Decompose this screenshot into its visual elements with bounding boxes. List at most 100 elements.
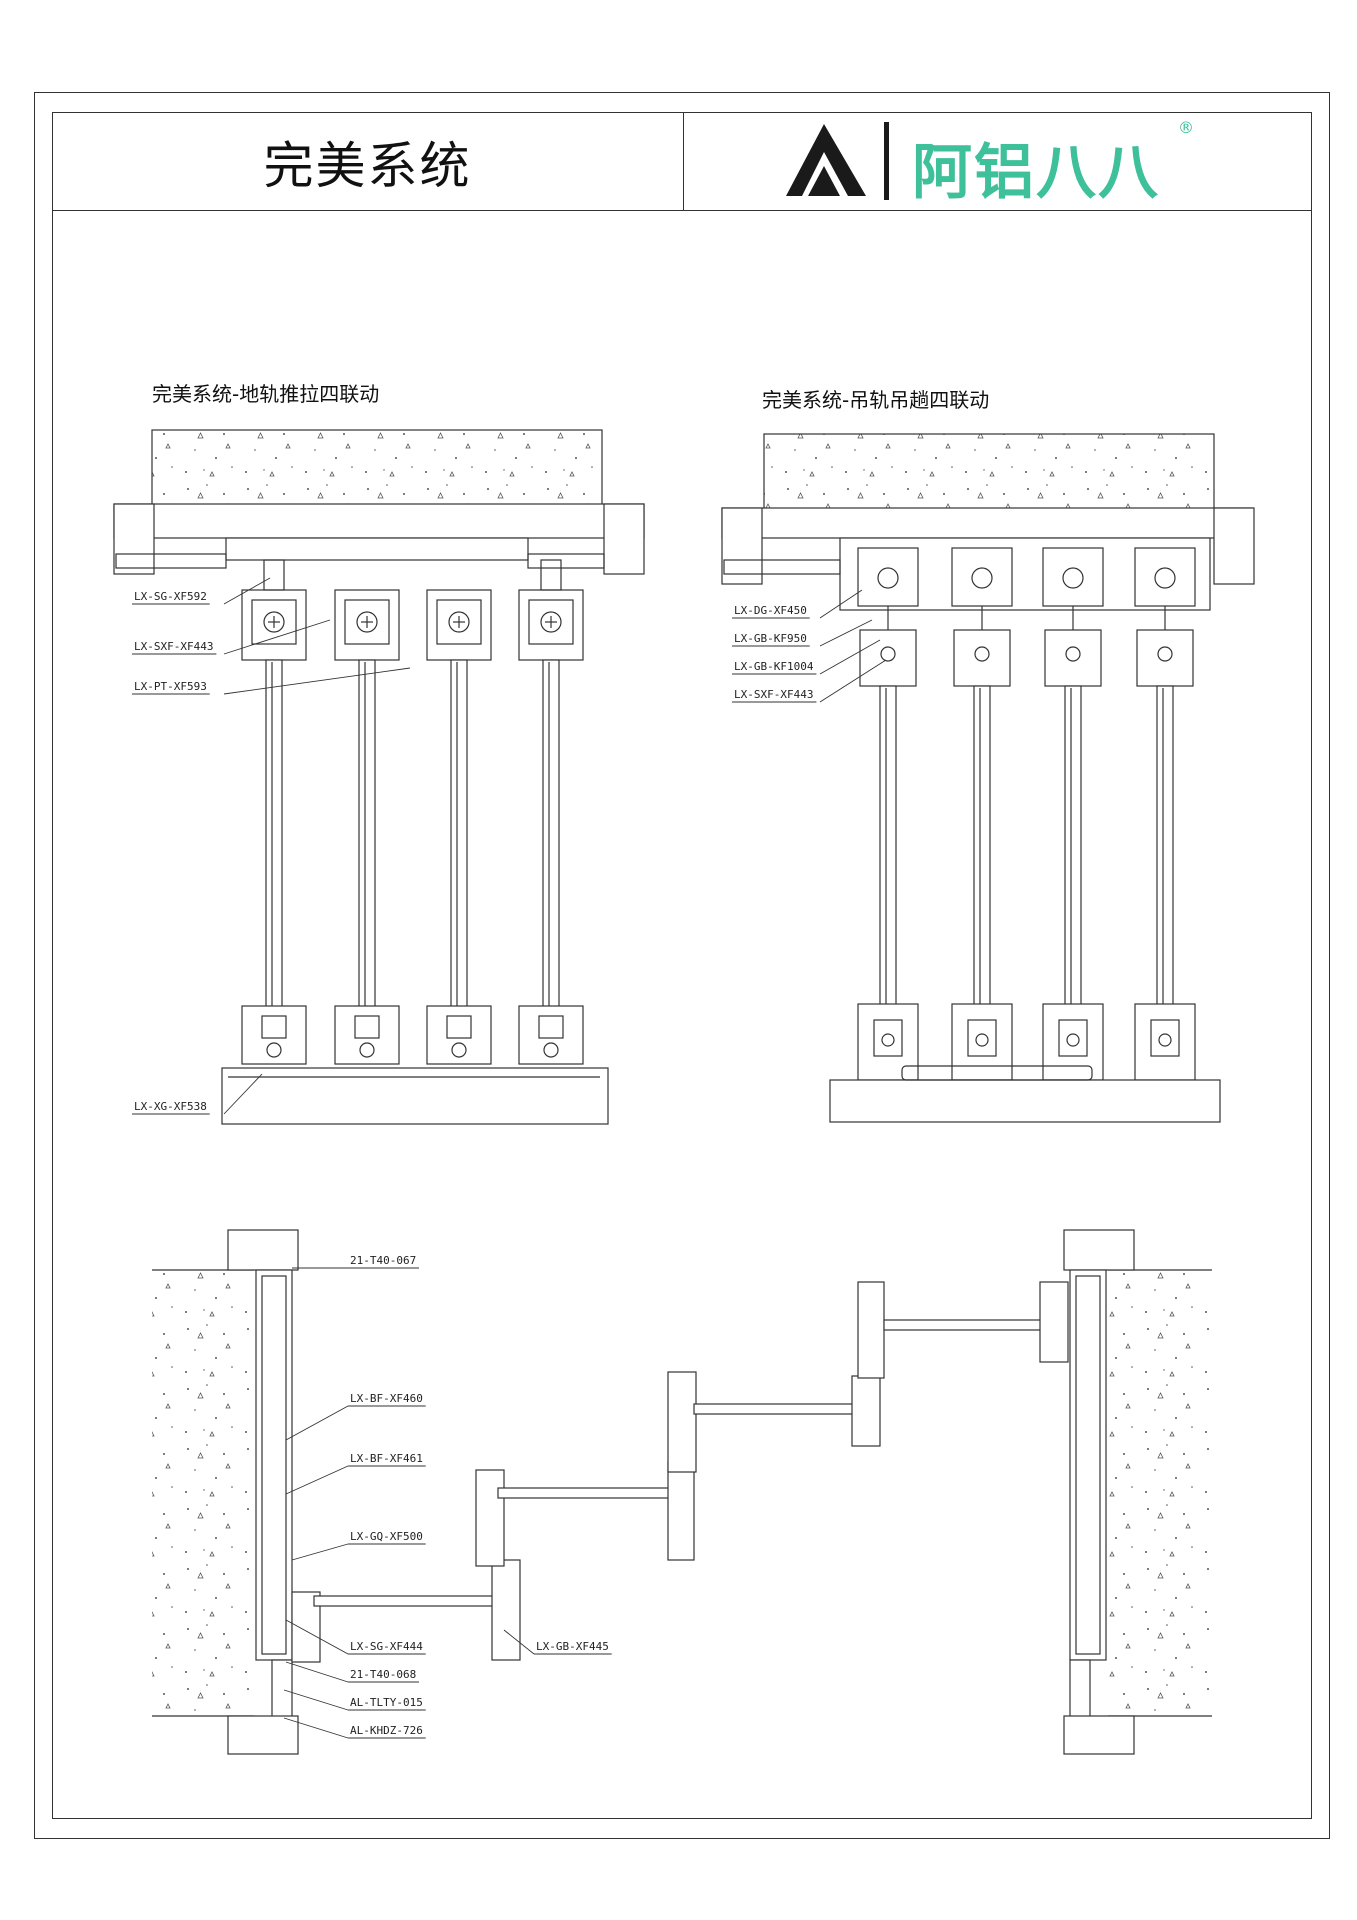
- hanging-panel: [857, 547, 919, 1081]
- leader-line: [285, 1661, 349, 1683]
- callout: LX-GB-XF445: [503, 1629, 612, 1655]
- part-code-label: LX-XG-XF538: [134, 1100, 207, 1113]
- callout: LX-BF-XF460: [285, 1392, 426, 1441]
- part-code-label: LX-DG-XF450: [734, 604, 807, 617]
- hanger-roller-icon: [877, 567, 899, 589]
- callout: AL-TLTY-015: [283, 1689, 426, 1711]
- bottom-guide-block: [967, 1019, 997, 1057]
- top-guide: [263, 559, 285, 591]
- sash-profile: [1039, 1281, 1069, 1363]
- part-code-label: LX-BF-XF460: [350, 1392, 423, 1405]
- callout: LX-GQ-XF500: [291, 1530, 426, 1561]
- part-code-label: LX-GB-XF445: [536, 1640, 609, 1653]
- bottom-sash-profile: [426, 1005, 492, 1065]
- bottom-sash-profile: [1134, 1003, 1196, 1081]
- callout: LX-XG-XF538: [132, 1073, 263, 1115]
- bottom-roller-block: [446, 1015, 472, 1039]
- glass-pane: [542, 659, 560, 1011]
- callout: LX-SG-XF444: [285, 1619, 426, 1655]
- callout: LX-DG-XF450: [732, 589, 863, 619]
- bottom-sash-profile: [1042, 1003, 1104, 1081]
- glass-pane: [358, 659, 376, 1011]
- bottom-roller-block: [354, 1015, 380, 1039]
- wheel-icon: [543, 1042, 559, 1058]
- plan-view: [152, 1229, 1212, 1755]
- top-roller-block: [344, 599, 390, 645]
- part-code-label: LX-PT-XF593: [134, 680, 207, 693]
- adjuster-icon: [974, 646, 990, 662]
- floor-track-title: 完美系统-地轨推拉四联动: [152, 382, 380, 406]
- leader-line: [285, 1405, 349, 1441]
- sheet-title: 完美系统: [263, 136, 472, 195]
- leader-line: [283, 1689, 349, 1711]
- leader-line: [819, 659, 887, 703]
- glass-pane: [973, 685, 991, 1007]
- part-code-label: LX-SG-XF592: [134, 590, 207, 603]
- roller-icon: [356, 611, 378, 633]
- floor-panel: [334, 589, 400, 1080]
- hanger-carriage: [857, 547, 919, 607]
- wheel-icon: [266, 1042, 282, 1058]
- part-code-label: LX-SXF-XF443: [134, 640, 213, 653]
- hanging-panel: [1042, 547, 1104, 1081]
- leader-line: [291, 1543, 349, 1561]
- callout: LX-GB-KF1004: [732, 639, 881, 675]
- roller-icon: [540, 611, 562, 633]
- bottom-guide-block: [873, 1019, 903, 1057]
- top-sash-profile: [953, 629, 1011, 687]
- callout: LX-SXF-XF443: [132, 619, 331, 655]
- top-roller-block: [436, 599, 482, 645]
- callout-labels: LX-SG-XF592LX-SXF-XF443LX-PT-XF593LX-XG-…: [132, 577, 887, 1739]
- part-code-label: LX-GB-KF1004: [734, 660, 814, 673]
- guide-wheel-icon: [1066, 1033, 1080, 1047]
- glass-pane: [450, 659, 468, 1011]
- glass-pane: [1156, 685, 1174, 1007]
- sheet-outer-border: [34, 92, 1330, 1839]
- floor-track-section: [113, 429, 645, 575]
- sash-profile: [491, 1559, 521, 1661]
- sash-profile: [497, 1487, 679, 1499]
- sash-profile: [851, 1375, 881, 1447]
- registered-mark: ®: [1178, 118, 1194, 137]
- floor-panels: [241, 559, 584, 1080]
- roller-icon: [448, 611, 470, 633]
- wheel-icon: [451, 1042, 467, 1058]
- part-code-label: LX-BF-XF461: [350, 1452, 423, 1465]
- title-divider: [683, 112, 684, 211]
- sash-profile: [857, 1281, 885, 1379]
- sash-profile: [693, 1403, 855, 1415]
- leader-line: [223, 577, 271, 605]
- part-code-label: LX-SG-XF444: [350, 1640, 423, 1653]
- top-roller-block: [528, 599, 574, 645]
- part-code-label: LX-GQ-XF500: [350, 1530, 423, 1543]
- bottom-roller-block: [538, 1015, 564, 1039]
- guide-wheel-icon: [1158, 1033, 1172, 1047]
- glass-pane: [265, 659, 283, 1011]
- floor-panel: [426, 589, 492, 1080]
- callout: AL-KHDZ-726: [283, 1717, 426, 1739]
- hanging-panel: [1134, 547, 1196, 1081]
- top-sash-profile: [1136, 629, 1194, 687]
- top-guide: [540, 559, 562, 591]
- hanging-panel: [951, 547, 1013, 1081]
- leader-line: [223, 667, 411, 695]
- bottom-sash-profile: [951, 1003, 1013, 1081]
- hanging-panels: [857, 547, 1196, 1081]
- top-roller-block: [251, 599, 297, 645]
- plan-sashes: [291, 1281, 1069, 1663]
- callout: LX-SG-XF592: [132, 577, 271, 605]
- roller-icon: [263, 611, 285, 633]
- callout: LX-BF-XF461: [285, 1452, 426, 1495]
- bottom-roller-block: [261, 1015, 287, 1039]
- bottom-sash-profile: [241, 1005, 307, 1065]
- adjuster-icon: [1065, 646, 1081, 662]
- wheel-icon: [359, 1042, 375, 1058]
- guide-wheel-icon: [881, 1033, 895, 1047]
- leader-line: [819, 639, 881, 675]
- callout: 21-T40-068: [285, 1661, 419, 1683]
- sheet-inner-border: [52, 112, 1312, 1819]
- guide-wheel-icon: [975, 1033, 989, 1047]
- callout: 21-T40-067: [292, 1254, 419, 1269]
- bottom-guide-block: [1058, 1019, 1088, 1057]
